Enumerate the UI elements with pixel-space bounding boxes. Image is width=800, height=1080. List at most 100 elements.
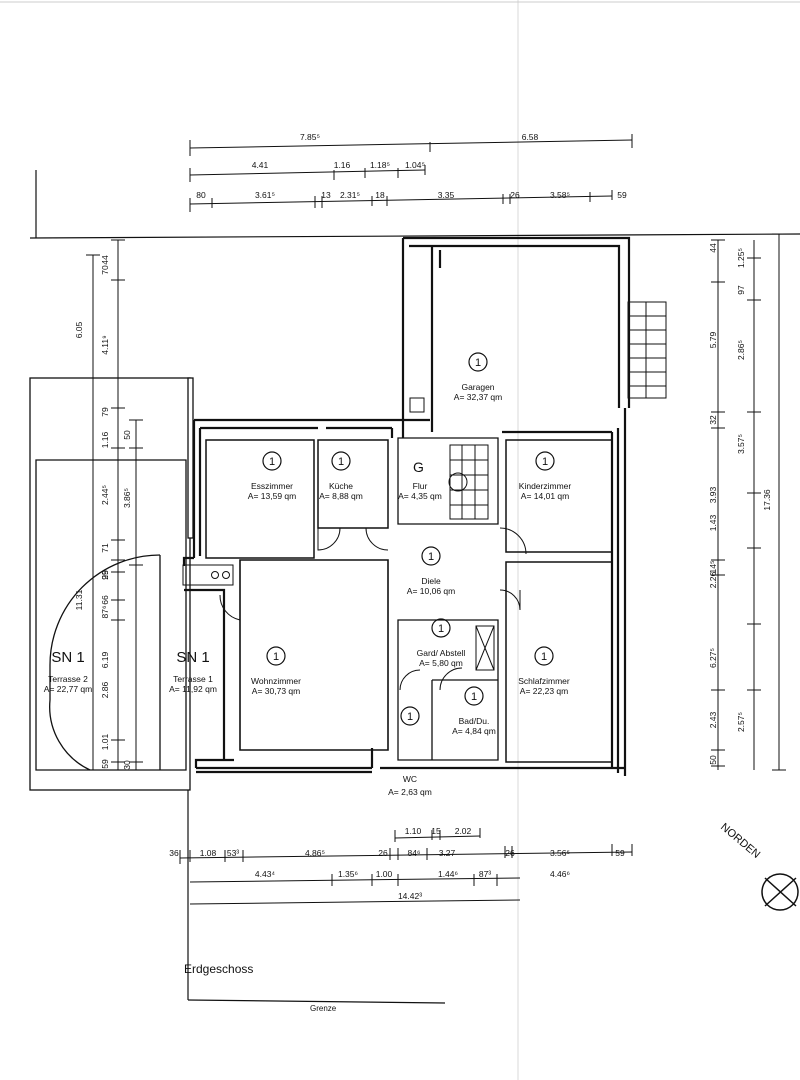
room-number-circle	[266, 646, 286, 666]
dimension-bottom-row3: 1.35⁶	[338, 869, 358, 879]
right-dimensions	[711, 233, 786, 771]
room-area: A= 30,73 qm	[252, 686, 300, 696]
dimension-bottom-row2: 53³	[227, 848, 239, 858]
room-area: A= 22,23 qm	[520, 686, 568, 696]
room-area: A= 2,63 qm	[388, 787, 432, 797]
dimension-top-row3: 2.31⁵	[340, 190, 360, 200]
dimension-top-row3: 18	[375, 190, 385, 200]
room-area: A= 4,35 qm	[398, 491, 442, 501]
room-name: Kinderzimmer	[519, 481, 572, 491]
dimension-top-row3: 3.61⁵	[255, 190, 275, 200]
dimension-bottom-row3: 4.46⁶	[550, 869, 570, 879]
room-number: 1	[542, 456, 548, 468]
room-number: 1	[438, 623, 444, 635]
dimension-left-inner: 70	[100, 265, 110, 275]
room-number-circle	[464, 686, 484, 706]
room-name: Küche	[329, 481, 353, 491]
dimension-left-inner: 25	[100, 570, 110, 580]
room-number: 1	[428, 551, 434, 563]
room-area: A= 10,06 qm	[407, 586, 455, 596]
dimension-right-inner: 2.57⁵	[736, 712, 746, 732]
dimension-bottom-row1: 1.10	[405, 826, 422, 836]
dimension-right-mid: 14⁵	[708, 561, 718, 574]
room-number: 1	[541, 651, 547, 663]
dimension-right-inner: 1.25⁵	[736, 248, 746, 268]
dimension-left-inner: 99	[100, 570, 110, 580]
room-number: 1	[338, 456, 344, 468]
room-area: A= 22,77 qm	[44, 684, 92, 694]
dimension-top-row2: 1.18⁵	[370, 160, 390, 170]
dimension-right-mid: 2.43	[708, 711, 718, 728]
dimension-right-mid: 5.79	[708, 331, 718, 348]
room-number: 1	[269, 456, 275, 468]
property-lines	[29, 170, 800, 1004]
dimension-right-mid: 3.93	[708, 486, 718, 503]
dimension-left-outer: 6.05	[74, 321, 84, 338]
dimension-top-row1: 6.58	[522, 132, 539, 142]
dimension-right-mid: 32	[708, 415, 718, 425]
dimension-bottom-row2: 59	[615, 848, 625, 858]
dimension-left-inner2: 30	[122, 760, 132, 770]
room-area: A= 11,92 qm	[169, 684, 217, 694]
room-area: A= 13,59 qm	[248, 491, 296, 501]
room-name: Gard/ Abstell	[417, 648, 466, 658]
dimension-left-inner2: 3.86⁵	[122, 488, 132, 508]
dimension-bottom-row1: 2.02	[455, 826, 472, 836]
plan-title: Erdgeschoss	[184, 962, 253, 976]
dimension-bottom-row2: 1.08	[200, 848, 217, 858]
room-number-circle	[431, 618, 451, 638]
dimension-left-inner: 87⁶	[100, 606, 110, 619]
north-arrow-icon	[761, 873, 799, 911]
room-name: Esszimmer	[251, 481, 293, 491]
terraces	[29, 377, 194, 791]
dimension-right-outer: 17.36	[762, 489, 772, 511]
dimension-top-row3: 26	[510, 190, 520, 200]
dimension-top-row3: 13	[321, 190, 331, 200]
dimension-right-mid: 2.26	[708, 571, 718, 588]
dimension-left-inner: 71	[100, 543, 110, 553]
north-label: NORDEN	[718, 821, 762, 861]
room-wc: 1WC A= 2,63 qm	[388, 706, 432, 797]
room-name: Terrasse 1	[173, 674, 213, 684]
top-dimensions	[189, 134, 633, 212]
dimension-bottom-row2: 84⁶	[408, 848, 421, 858]
dimension-bottom-row2: 26	[505, 848, 515, 858]
dimension-left-inner: 2.86	[100, 681, 110, 698]
room-number-circle	[400, 706, 420, 726]
dimension-top-row3: 80	[196, 190, 206, 200]
boundary-label: Grenze	[310, 1004, 337, 1013]
dimension-bottom-row3: 4.43⁴	[255, 869, 276, 879]
room-name: Bad/Du.	[459, 716, 490, 726]
room-number: 1	[407, 711, 413, 723]
dimension-right-inner: 2.86⁵	[736, 340, 746, 360]
room-name: Wohnzimmer	[251, 676, 301, 686]
room-area: A= 32,37 qm	[454, 392, 502, 402]
dimension-top-row2: 4.41	[252, 160, 269, 170]
dimension-bottom-row2: 36	[169, 848, 179, 858]
room-name: WC	[403, 774, 417, 784]
doors	[182, 397, 527, 691]
dimension-left-inner2: 50	[122, 430, 132, 440]
room-area: A= 14,01 qm	[521, 491, 569, 501]
dimension-bottom-row3: 1.44⁶	[438, 869, 458, 879]
room-number: 1	[273, 651, 279, 663]
dimension-left-inner: 59	[100, 759, 110, 769]
room-number: 1	[471, 691, 477, 703]
dimension-right-inner: 97	[736, 285, 746, 295]
room-name: Schlafzimmer	[518, 676, 570, 686]
dimension-bottom-row2: 3.56⁵	[550, 848, 570, 858]
dimension-top-row3: 3.35	[438, 190, 455, 200]
dimension-right-mid: 44	[708, 243, 718, 253]
dimension-left-inner: 4.11⁹	[100, 335, 110, 355]
dimension-right-mid: 6.27⁵	[708, 648, 718, 668]
dimension-bottom-row2: 26	[378, 848, 388, 858]
room-area: A= 8,88 qm	[319, 491, 363, 501]
